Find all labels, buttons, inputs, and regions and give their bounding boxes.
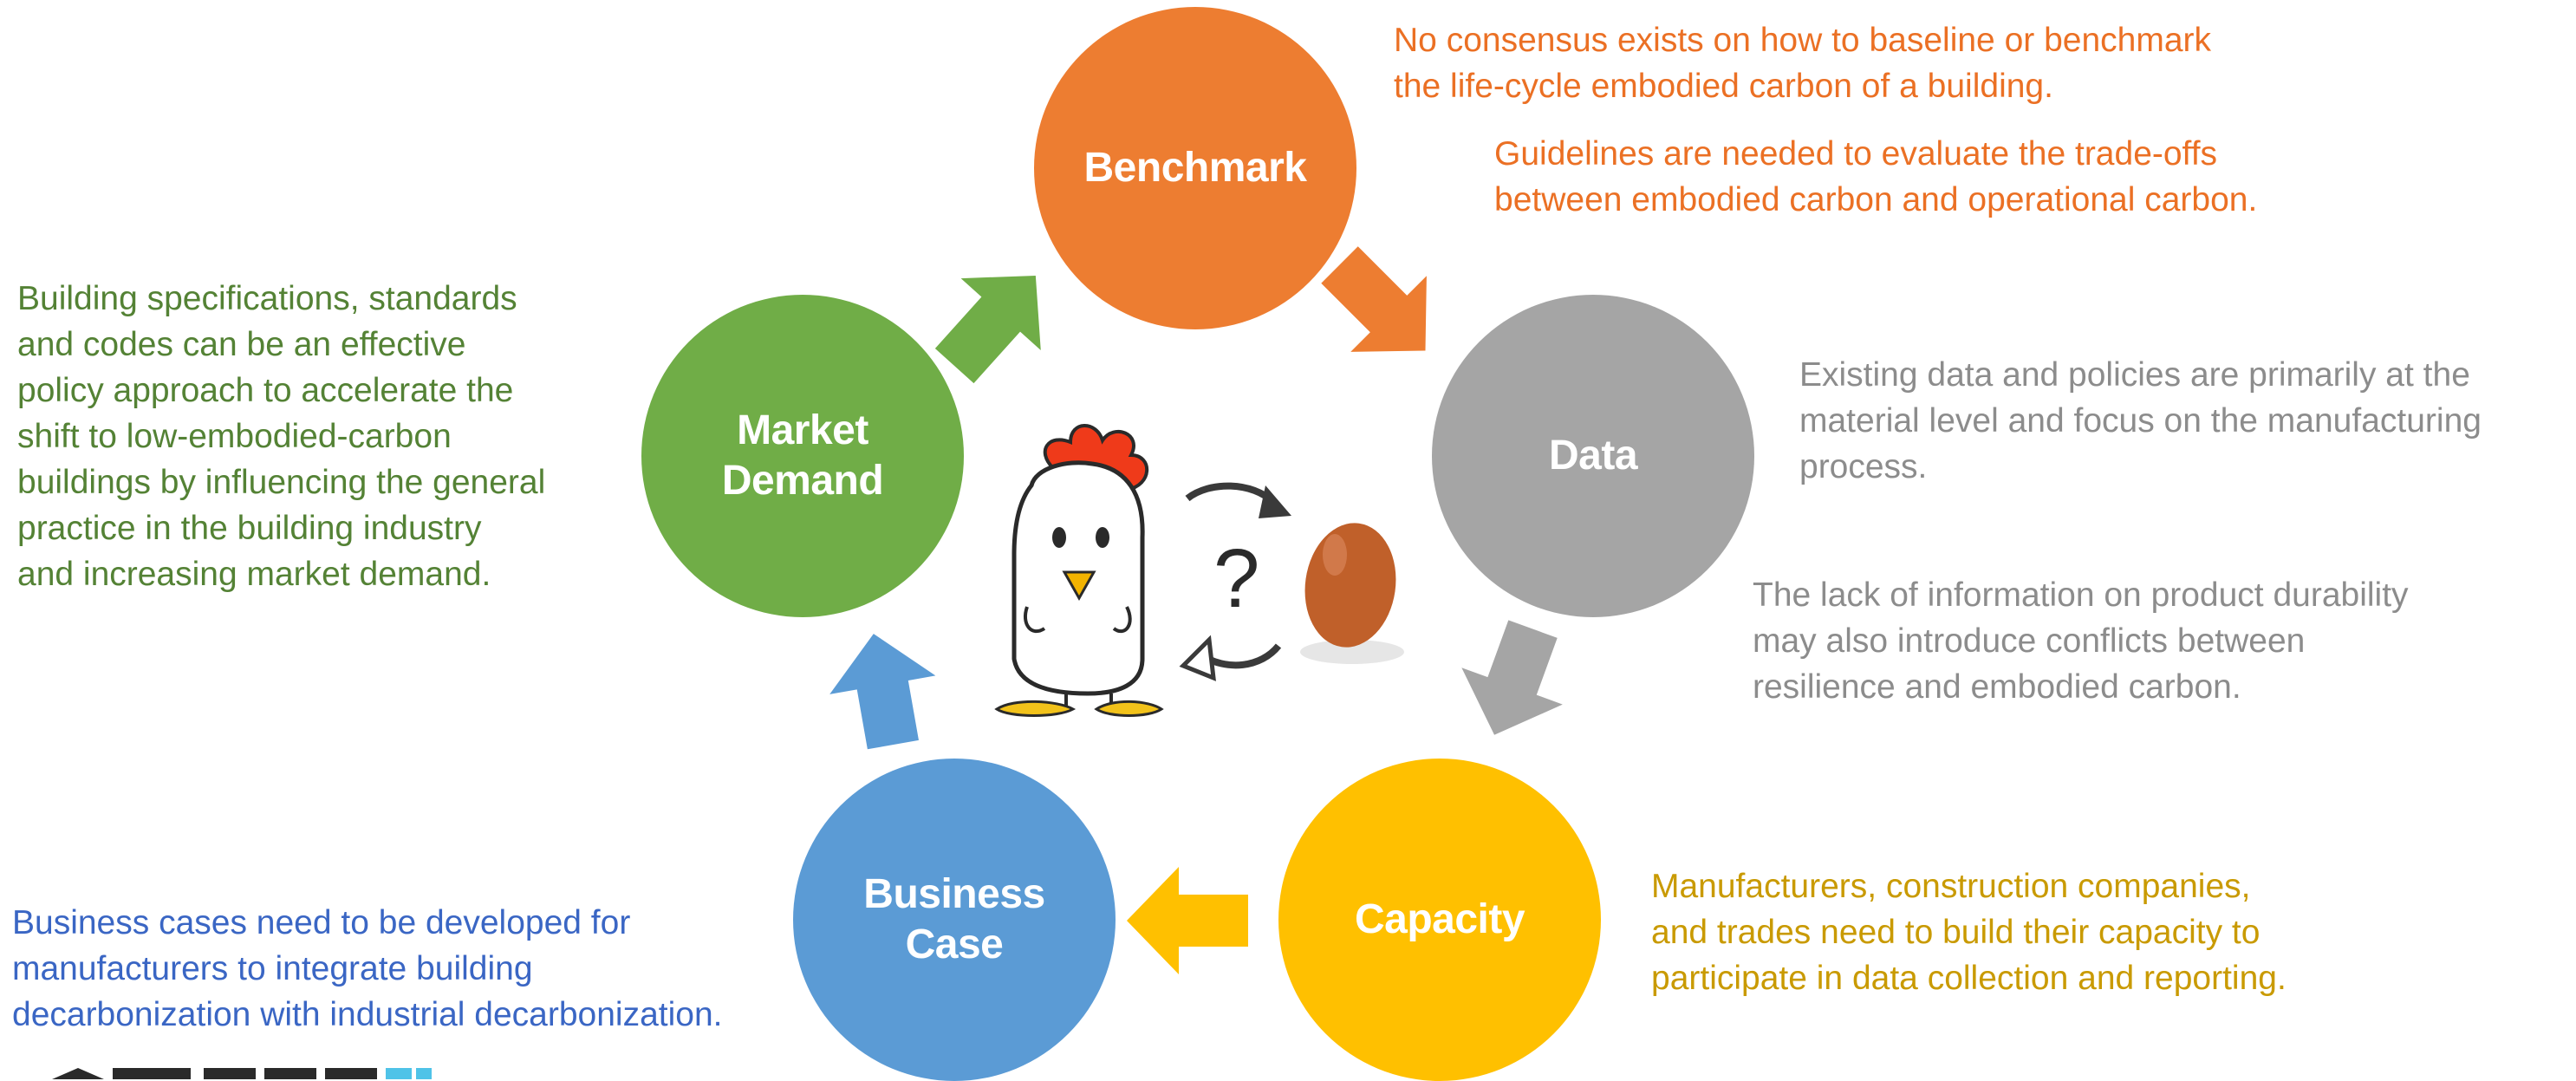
- arrow-data-to-capacity: [1461, 620, 1563, 735]
- logo-fragment: [52, 1068, 432, 1079]
- benchmark-label: Benchmark: [1083, 145, 1307, 191]
- data-note-2-line-2: may also introduce conflicts between: [1753, 622, 2306, 660]
- benchmark-note-1-line-1: No consensus exists on how to baseline o…: [1394, 22, 2212, 59]
- arrow-market-to-benchmark: [934, 275, 1041, 384]
- arrow-capacity-to-business-case: [1127, 867, 1248, 974]
- business-case-note-line-3: decarbonization with industrial decarbon…: [12, 996, 723, 1033]
- business-case-label-line-1: Business: [863, 871, 1045, 917]
- data-note-1-line-3: process.: [1799, 448, 1928, 485]
- chicken-icon: [994, 424, 1164, 717]
- market-demand-note-line-3: policy approach to accelerate the: [17, 372, 514, 409]
- egg-icon: [1300, 523, 1404, 664]
- market-demand-note-line-6: practice in the building industry: [17, 510, 482, 547]
- data-note-2: The lack of information on product durab…: [1753, 572, 2409, 710]
- benchmark-note-2-line-1: Guidelines are needed to evaluate the tr…: [1494, 135, 2218, 173]
- capacity-note-line-2: and trades need to build their capacity …: [1651, 914, 2261, 951]
- benchmark-note-1: No consensus exists on how to baseline o…: [1394, 17, 2211, 109]
- benchmark-note-2-line-2: between embodied carbon and operational …: [1494, 181, 2258, 218]
- benchmark-note-1-line-2: the life-cycle embodied carbon of a buil…: [1394, 68, 2053, 105]
- market-demand-node: Market Demand: [641, 295, 964, 617]
- market-demand-note-line-7: and increasing market demand.: [17, 556, 491, 593]
- capacity-note: Manufacturers, construction companies, a…: [1651, 863, 2287, 1001]
- cycle-arrows-icon: [1179, 482, 1291, 681]
- data-label: Data: [1548, 433, 1638, 479]
- capacity-note-line-1: Manufacturers, construction companies,: [1651, 868, 2251, 905]
- data-note-2-line-3: resilience and embodied carbon.: [1753, 668, 2241, 706]
- market-demand-note-line-4: shift to low-embodied-carbon: [17, 418, 452, 455]
- capacity-node: Capacity: [1278, 759, 1601, 1081]
- capacity-label: Capacity: [1354, 896, 1525, 942]
- market-demand-label-line-2: Demand: [721, 458, 884, 504]
- data-note-1: Existing data and policies are primarily…: [1799, 352, 2482, 490]
- business-case-label-line-2: Case: [905, 921, 1004, 967]
- data-note-1-line-2: material level and focus on the manufact…: [1799, 402, 2482, 440]
- benchmark-note-2: Guidelines are needed to evaluate the tr…: [1494, 131, 2257, 223]
- business-case-node: Business Case: [793, 759, 1116, 1081]
- arrow-benchmark-to-data: [1321, 246, 1427, 352]
- data-note-1-line-1: Existing data and policies are primarily…: [1799, 356, 2470, 394]
- business-case-note-line-2: manufacturers to integrate building: [12, 950, 533, 987]
- market-demand-note: Building specifications, standards and c…: [17, 276, 545, 597]
- arrow-business-case-to-market: [829, 634, 936, 750]
- market-demand-note-line-5: buildings by influencing the general: [17, 464, 546, 501]
- business-case-note: Business cases need to be developed for …: [12, 900, 723, 1038]
- data-node: Data: [1432, 295, 1754, 617]
- question-mark: ?: [1213, 532, 1259, 625]
- market-demand-label-line-1: Market: [737, 407, 868, 453]
- market-demand-note-line-1: Building specifications, standards: [17, 280, 517, 317]
- market-demand-note-line-2: and codes can be an effective: [17, 326, 466, 363]
- capacity-note-line-3: participate in data collection and repor…: [1651, 960, 2287, 997]
- data-note-2-line-1: The lack of information on product durab…: [1753, 576, 2409, 614]
- business-case-note-line-1: Business cases need to be developed for: [12, 904, 631, 941]
- benchmark-node: Benchmark: [1034, 7, 1356, 329]
